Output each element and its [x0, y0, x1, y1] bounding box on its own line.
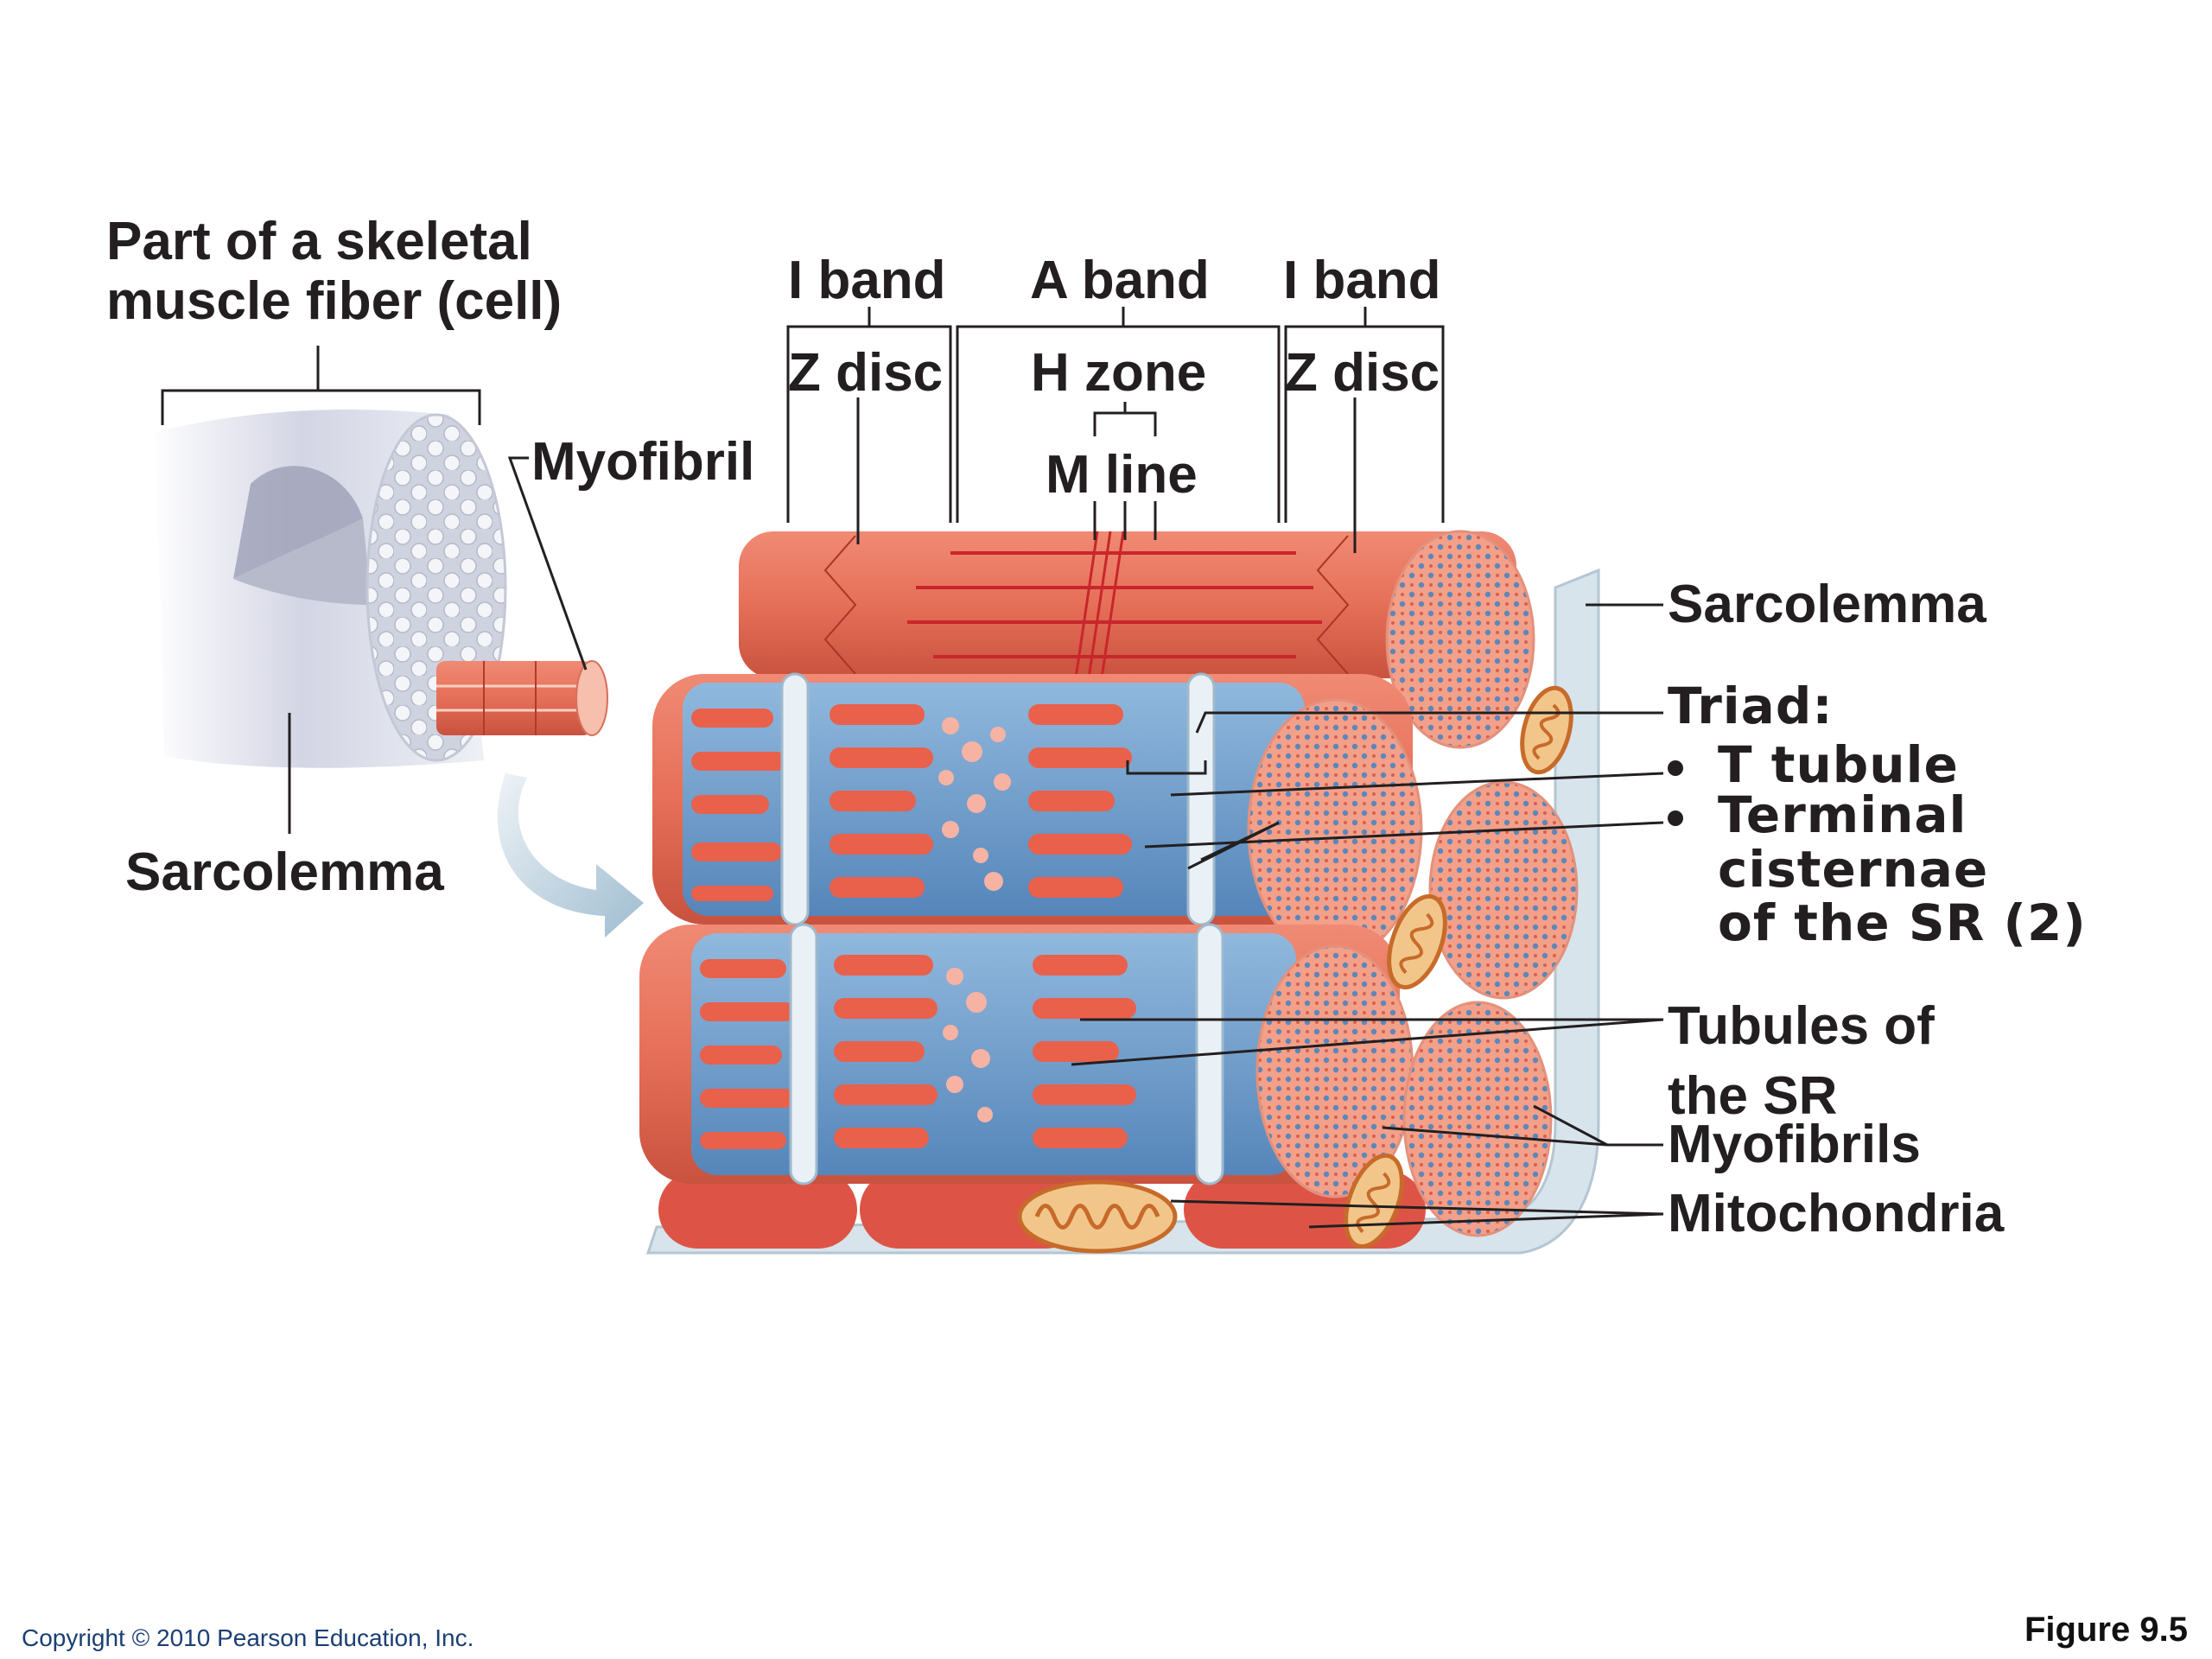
figure-number: Figure 9.5: [2024, 1611, 2188, 1649]
t-tubule-label: T tubule: [1668, 737, 1959, 793]
bullet-icon: [1668, 810, 1683, 826]
mitochondria: [1017, 685, 1573, 1254]
m-line-label: M line: [1046, 445, 1198, 505]
myofibril-bundle: [436, 660, 608, 736]
leader-lines: [1071, 603, 1664, 1229]
copyright-text: Copyright © 2010 Pearson Education, Inc.: [22, 1624, 474, 1651]
h-zone-label: H zone: [1031, 343, 1207, 403]
tubules-line2: the SR: [1668, 1065, 1838, 1126]
sarcolemma-left-label: Sarcolemma: [125, 842, 444, 902]
fiber-bracket: [161, 346, 481, 425]
band-brackets: [786, 307, 1445, 553]
myofibrils-label: Myofibrils: [1668, 1115, 1921, 1174]
triad-label: Triad:: [1668, 677, 1834, 735]
terminal-line3: of the SR (2): [1718, 893, 2087, 953]
fiber-segment: [156, 410, 608, 768]
z-disc-right-label: Z disc: [1285, 343, 1440, 403]
middle-myofibril: [652, 672, 1579, 1000]
tubules-line1: Tubules of: [1668, 996, 1935, 1056]
tubules-of-sr-label: Tubules of the SR: [1668, 992, 1935, 1131]
terminal-cisternae-label: Terminal cisternae of the SR (2): [1668, 788, 2087, 950]
i-band-left-label: I band: [788, 251, 946, 310]
fiber-title-line1: Part of a skeletal: [106, 212, 532, 271]
zoom-arrow: [497, 773, 644, 938]
top-myofibril: [739, 530, 1535, 749]
terminal-line2: cisternae: [1718, 839, 1989, 899]
bullet-icon: [1668, 760, 1683, 776]
myofibril-pointer: [507, 456, 588, 671]
sarcolemma-right-label: Sarcolemma: [1668, 575, 1986, 634]
lower-myofibril: [639, 923, 1553, 1237]
z-disc-left-label: Z disc: [788, 343, 944, 403]
myofibril-label: Myofibril: [531, 432, 755, 492]
a-band-label: A band: [1030, 251, 1210, 310]
fiber-title: Part of a skeletal muscle fiber (cell): [106, 212, 562, 332]
i-band-right-label: I band: [1283, 251, 1441, 310]
terminal-line1: Terminal: [1718, 785, 1967, 844]
t-tubule-text: T tubule: [1718, 735, 1959, 794]
mitochondria-label: Mitochondria: [1668, 1184, 2005, 1243]
fiber-title-line2: muscle fiber (cell): [106, 271, 563, 332]
